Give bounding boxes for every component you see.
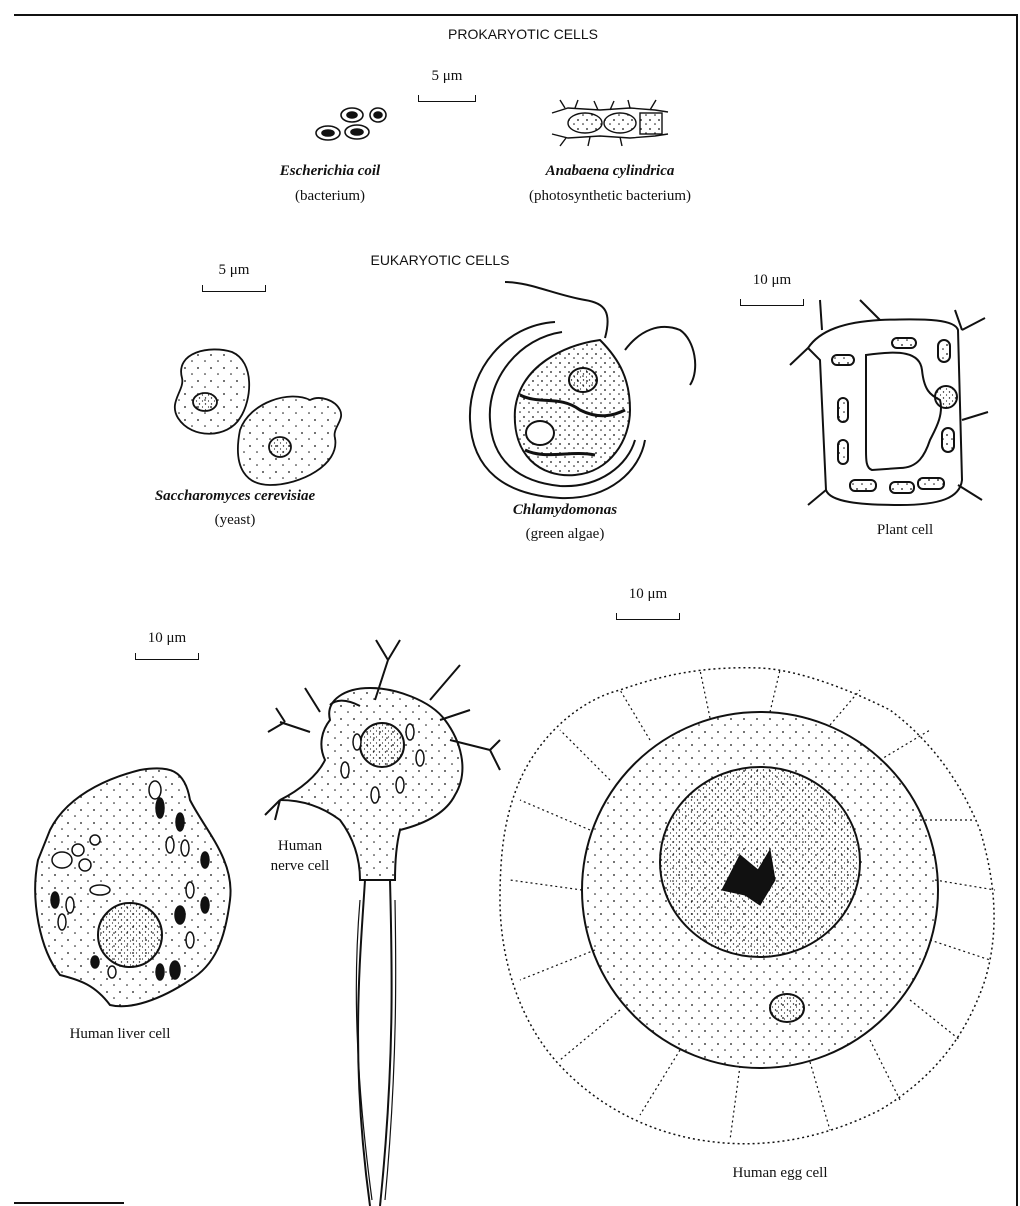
yeast-drawing — [175, 349, 341, 485]
chlamydomonas-drawing — [470, 282, 695, 498]
scale-bar-label: 5 μm — [418, 68, 476, 85]
nerve-cell-label-line1: Human — [250, 838, 350, 855]
liver-cell-drawing — [35, 768, 230, 1006]
scale-bar-line — [740, 299, 804, 306]
scale-bar-liver: 10 μm — [135, 630, 199, 660]
scale-bar-label: 5 μm — [202, 262, 266, 279]
scale-bar-line — [616, 613, 680, 620]
scale-bar-line — [202, 285, 266, 292]
scale-bar-label: 10 μm — [135, 630, 199, 647]
scale-bar-prokaryote: 5 μm — [418, 68, 476, 102]
anabaena-name-label: Anabaena cylindrica — [520, 163, 700, 180]
plant-cell-drawing — [790, 300, 988, 505]
yeast-name-label: Saccharomyces cerevisiae — [125, 488, 345, 505]
nerve-cell-label-line2: nerve cell — [250, 858, 350, 875]
scale-bar-line — [135, 653, 199, 660]
anabaena-desc-label: (photosynthetic bacterium) — [500, 188, 720, 205]
ecoli-drawing — [316, 108, 386, 140]
liver-cell-label: Human liver cell — [40, 1026, 200, 1043]
egg-cell-drawing — [500, 668, 995, 1144]
egg-cell-label: Human egg cell — [710, 1165, 850, 1182]
scale-bar-label: 10 μm — [616, 586, 680, 603]
scale-bar-line — [418, 95, 476, 102]
scale-bar-label: 10 μm — [740, 272, 804, 289]
eukaryotic-cells-title: EUKARYOTIC CELLS — [330, 252, 550, 268]
plant-cell-label: Plant cell — [850, 522, 960, 539]
prokaryotic-cells-title: PROKARYOTIC CELLS — [398, 26, 648, 42]
ecoli-name-label: Escherichia coil — [250, 163, 410, 180]
chlamydomonas-name-label: Chlamydomonas — [490, 502, 640, 519]
scale-bar-egg: 10 μm — [616, 586, 680, 620]
scale-bar-yeast: 5 μm — [202, 262, 266, 292]
scale-bar-plant: 10 μm — [740, 272, 804, 306]
ecoli-desc-label: (bacterium) — [250, 188, 410, 205]
nerve-cell-drawing — [265, 640, 500, 1206]
anabaena-drawing — [552, 100, 668, 146]
chlamydomonas-desc-label: (green algae) — [490, 526, 640, 543]
yeast-desc-label: (yeast) — [175, 512, 295, 529]
